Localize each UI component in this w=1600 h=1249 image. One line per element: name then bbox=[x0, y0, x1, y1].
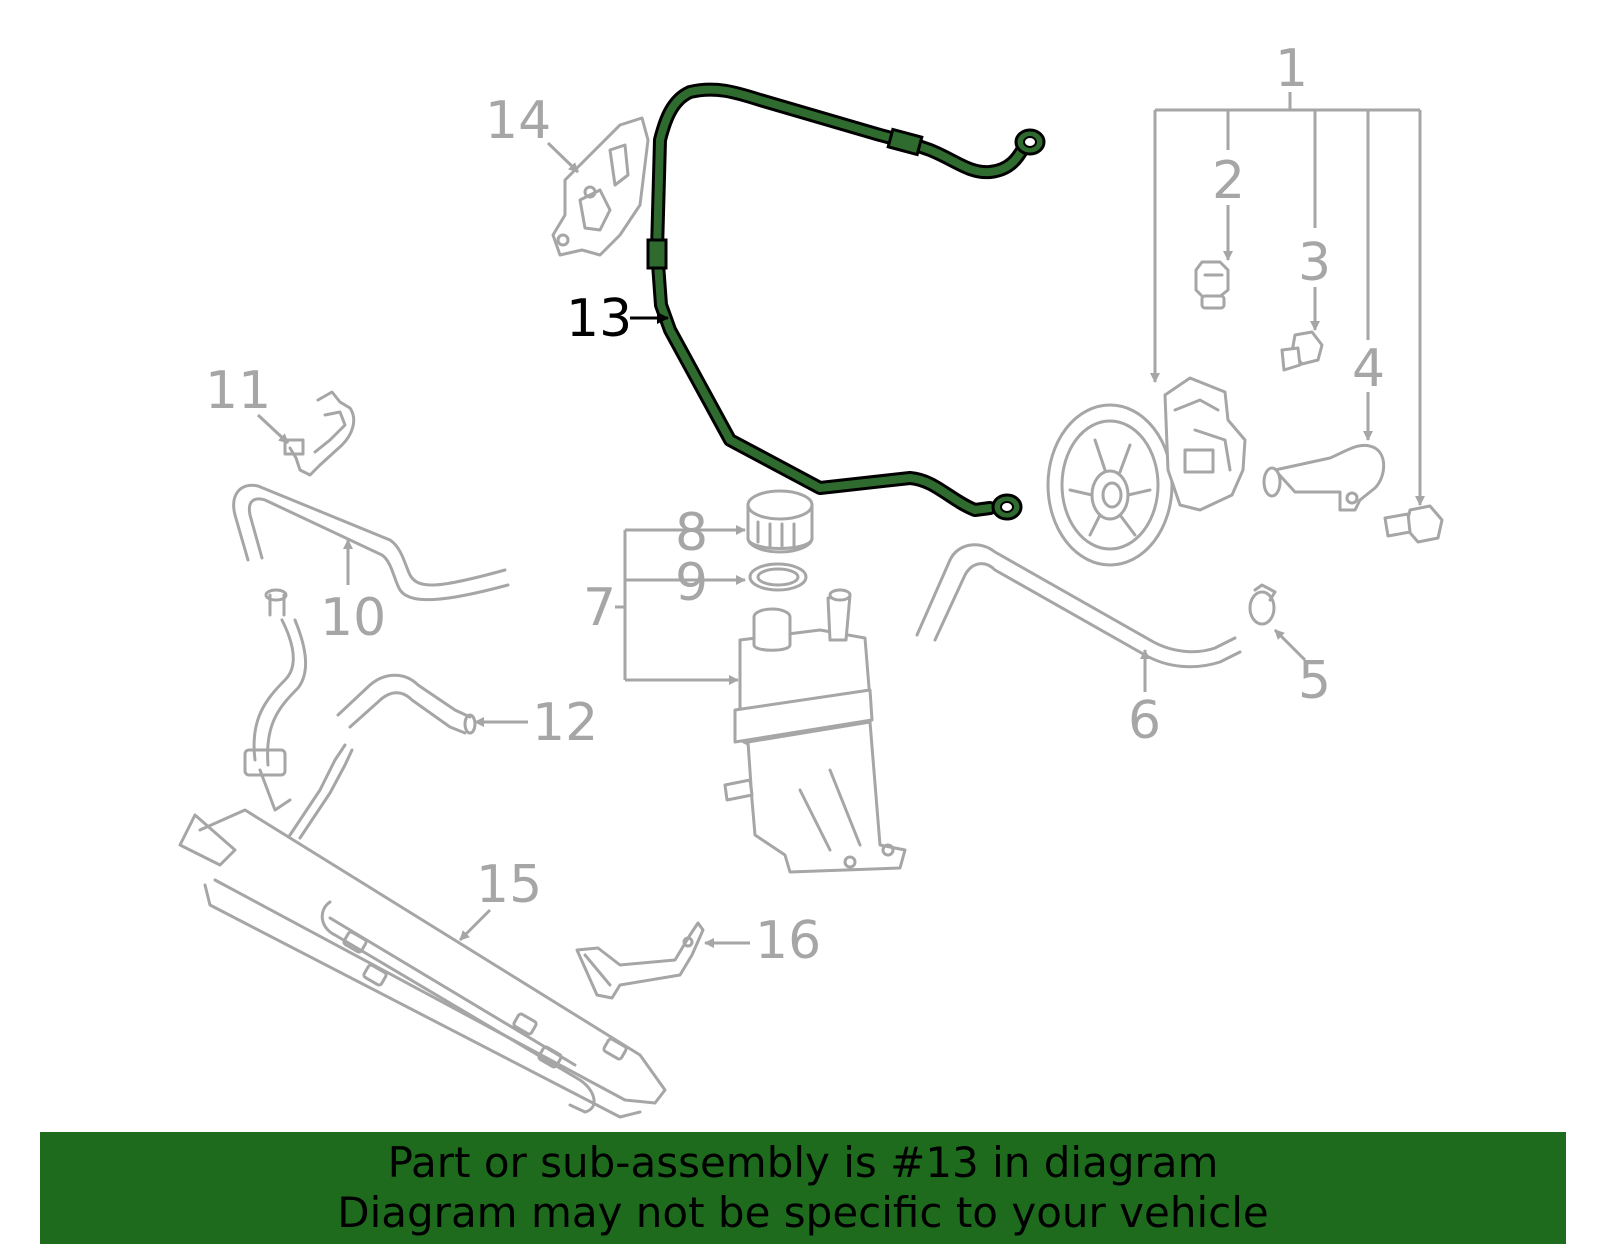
callout-2: 2 bbox=[1212, 151, 1245, 211]
part-15-cooler[interactable] bbox=[178, 588, 667, 1119]
callout-11: 11 bbox=[205, 361, 271, 421]
callout-15: 15 bbox=[476, 855, 542, 915]
part-2-fitting[interactable] bbox=[1194, 260, 1230, 310]
banner-line-2: Diagram may not be specific to your vehi… bbox=[337, 1188, 1269, 1237]
leader-lines bbox=[256, 92, 1425, 948]
callout-8: 8 bbox=[675, 503, 708, 563]
callout-5: 5 bbox=[1298, 651, 1331, 711]
callout-13: 13 bbox=[566, 289, 632, 349]
part-13-pressure-hose[interactable] bbox=[646, 82, 1046, 521]
part-12-hose[interactable] bbox=[336, 673, 477, 735]
callout-9: 9 bbox=[675, 553, 708, 613]
callout-12: 12 bbox=[532, 693, 598, 753]
callout-16: 16 bbox=[755, 911, 821, 971]
part-1-power-steering-pump[interactable] bbox=[1046, 376, 1247, 567]
part-16-bracket[interactable] bbox=[575, 921, 705, 1000]
part-6-return-hose[interactable] bbox=[915, 543, 1242, 669]
callout-7: 7 bbox=[583, 578, 616, 638]
callout-3: 3 bbox=[1298, 233, 1331, 293]
part-3-bolt[interactable] bbox=[1280, 330, 1324, 372]
callout-1: 1 bbox=[1275, 39, 1308, 99]
part-7-reservoir[interactable] bbox=[723, 588, 907, 874]
callout-10: 10 bbox=[320, 588, 386, 648]
part-1-flange-bolt[interactable] bbox=[1383, 504, 1444, 544]
part-4-union-fitting[interactable] bbox=[1262, 443, 1386, 512]
part-10-hose[interactable] bbox=[232, 483, 510, 602]
callout-14: 14 bbox=[485, 91, 551, 151]
part-11-clip[interactable] bbox=[283, 390, 356, 477]
callout-4: 4 bbox=[1352, 339, 1385, 399]
part-8-reservoir-cap[interactable] bbox=[746, 489, 814, 554]
part-9-seal[interactable] bbox=[748, 562, 808, 592]
part-14-bracket[interactable] bbox=[551, 116, 650, 257]
banner-line-1: Part or sub-assembly is #13 in diagram bbox=[387, 1138, 1219, 1187]
part-5-clamp[interactable] bbox=[1248, 583, 1277, 626]
info-banner: Part or sub-assembly is #13 in diagram D… bbox=[40, 1132, 1566, 1244]
callout-6: 6 bbox=[1128, 691, 1161, 751]
